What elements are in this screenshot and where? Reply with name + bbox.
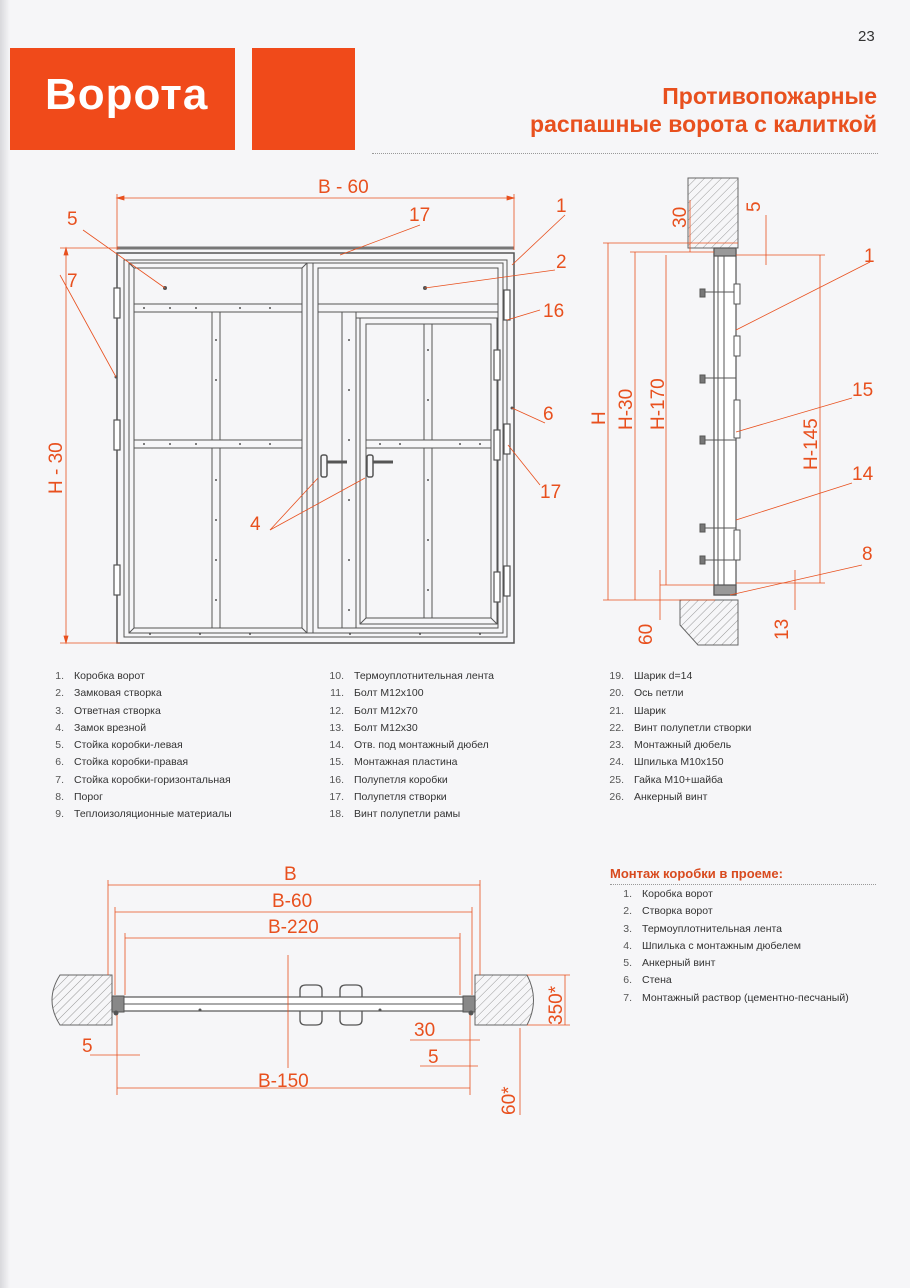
- dim-side-60: 60: [636, 624, 657, 645]
- mount-list: 1.Коробка ворот 2.Створка ворот 3.Термоу…: [606, 886, 849, 1007]
- callout-1: 1: [556, 196, 567, 217]
- heading-line-2: распашные ворота с калиткой: [530, 111, 877, 137]
- dim-side-h: H: [589, 411, 610, 425]
- wicket-door: [359, 317, 498, 625]
- parts-list-col-3: 19.Шарик d=14 20.Ось петли 21.Шарик 22.В…: [598, 668, 751, 806]
- plan-view: [51, 974, 534, 1026]
- plan-view-dims: [90, 880, 570, 1115]
- dim-side-h145: H-145: [801, 418, 822, 470]
- list-item: 23.Монтажный дюбель: [609, 739, 732, 752]
- list-item: 5.Анкерный винт: [623, 957, 716, 970]
- list-item: 7.Монтажный раствор (цементно-песчаный): [623, 991, 849, 1004]
- callout-17: 17: [540, 482, 561, 503]
- list-item: 1.Коробка ворот: [55, 670, 145, 682]
- parts-list-col-2: 10.Термоуплотнительная лента 11.Болт М12…: [318, 668, 494, 824]
- dim-plan-350: 350*: [546, 985, 567, 1025]
- page-heading: Противопожарные распашные ворота с калит…: [530, 82, 877, 138]
- list-item: 13.Болт М12х30: [329, 721, 418, 734]
- section-tab-accent: [252, 48, 355, 150]
- list-item: 19.Шарик d=14: [609, 670, 693, 682]
- dim-plan-b220: B-220: [268, 917, 319, 938]
- side-view: [679, 177, 741, 646]
- list-item: 18.Винт полупетли рамы: [329, 808, 461, 821]
- page-number: 23: [858, 28, 875, 45]
- list-item: 2.Створка ворот: [623, 905, 713, 918]
- heading-line-1: Противопожарные: [662, 83, 877, 109]
- lock-handles: [320, 454, 393, 478]
- dim-h-30: H - 30: [46, 442, 67, 494]
- list-item: 26.Анкерный винт: [609, 791, 708, 804]
- dim-plan-30: 30: [414, 1020, 435, 1041]
- list-item: 8.Порог: [55, 791, 103, 804]
- list-item: 11.Болт М12х100: [330, 687, 424, 700]
- list-item: 7.Стойка коробки-горизонтальная: [55, 773, 231, 786]
- callout-3: 5: [67, 209, 78, 230]
- list-item: 25.Гайка М10+шайба: [609, 773, 723, 786]
- dim-side-13: 13: [772, 619, 793, 640]
- side-callout-1: 1: [864, 246, 875, 267]
- dim-plan-b: B: [284, 864, 297, 885]
- list-item: 2.Замковая створка: [55, 687, 162, 700]
- dim-plan-60: 60*: [499, 1086, 520, 1115]
- parts-list-col-1: 1.Коробка ворот 2.Замковая створка 3.Отв…: [38, 668, 232, 824]
- dim-plan-b60: B-60: [272, 891, 312, 912]
- list-item: 16.Полупетля коробки: [329, 773, 448, 786]
- dim-plan-b150: B-150: [258, 1071, 309, 1092]
- callout-4: 4: [250, 514, 261, 535]
- dim-side-5: 5: [744, 201, 765, 212]
- list-item: 4.Шпилька с монтажным дюбелем: [623, 939, 801, 952]
- section-tab: [10, 48, 235, 150]
- list-item: 24.Шпилька М10х150: [609, 756, 724, 769]
- side-callout-8: 8: [862, 544, 873, 565]
- side-view-dims: [603, 200, 871, 620]
- list-item: 14.Отв. под монтажный дюбел: [329, 739, 489, 752]
- front-view-dims: [59, 194, 566, 645]
- front-view: [113, 246, 515, 644]
- list-item: 9.Теплоизоляционные материалы: [55, 808, 232, 821]
- dim-side-h30: H-30: [616, 389, 637, 430]
- list-item: 15.Монтажная пластина: [329, 756, 458, 769]
- callout-16: 16: [543, 301, 564, 322]
- list-item: 10.Термоуплотнительная лента: [329, 670, 495, 682]
- mount-section-title: Монтаж коробки в проеме:: [610, 866, 783, 881]
- callout-7: 17: [409, 205, 430, 226]
- list-item: 17.Полупетля створки: [329, 791, 447, 804]
- callout-2: 2: [556, 252, 567, 273]
- list-item: 4.Замок врезной: [55, 721, 147, 734]
- dim-plan-5a: 5: [82, 1036, 93, 1057]
- list-item: 3.Термоуплотнительная лента: [623, 922, 783, 935]
- list-item: 1.Коробка ворот: [623, 888, 713, 900]
- section-tab-title: Ворота: [45, 70, 209, 119]
- dim-b-60: B - 60: [318, 177, 369, 198]
- mount-divider: [610, 884, 876, 885]
- callout-6: 6: [543, 404, 554, 425]
- dim-plan-5b: 5: [428, 1047, 439, 1068]
- list-item: 20.Ось петли: [609, 687, 684, 700]
- side-callout-15: 15: [852, 380, 873, 401]
- list-item: 6.Стена: [623, 974, 672, 987]
- list-item: 22.Винт полупетли створки: [609, 721, 752, 734]
- side-callout-14: 14: [852, 464, 874, 485]
- callout-5: 7: [67, 271, 78, 292]
- list-item: 3.Ответная створка: [55, 704, 161, 717]
- list-item: 12.Болт М12х70: [329, 704, 418, 717]
- dim-side-h170: H-170: [648, 378, 669, 430]
- list-item: 5.Стойка коробки-левая: [55, 739, 183, 752]
- page-spine-shadow: [0, 0, 10, 1288]
- list-item: 21.Шарик: [609, 704, 666, 717]
- list-item: 6.Стойка коробки-правая: [55, 756, 189, 769]
- heading-divider: [372, 153, 878, 154]
- dim-side-30: 30: [670, 207, 691, 228]
